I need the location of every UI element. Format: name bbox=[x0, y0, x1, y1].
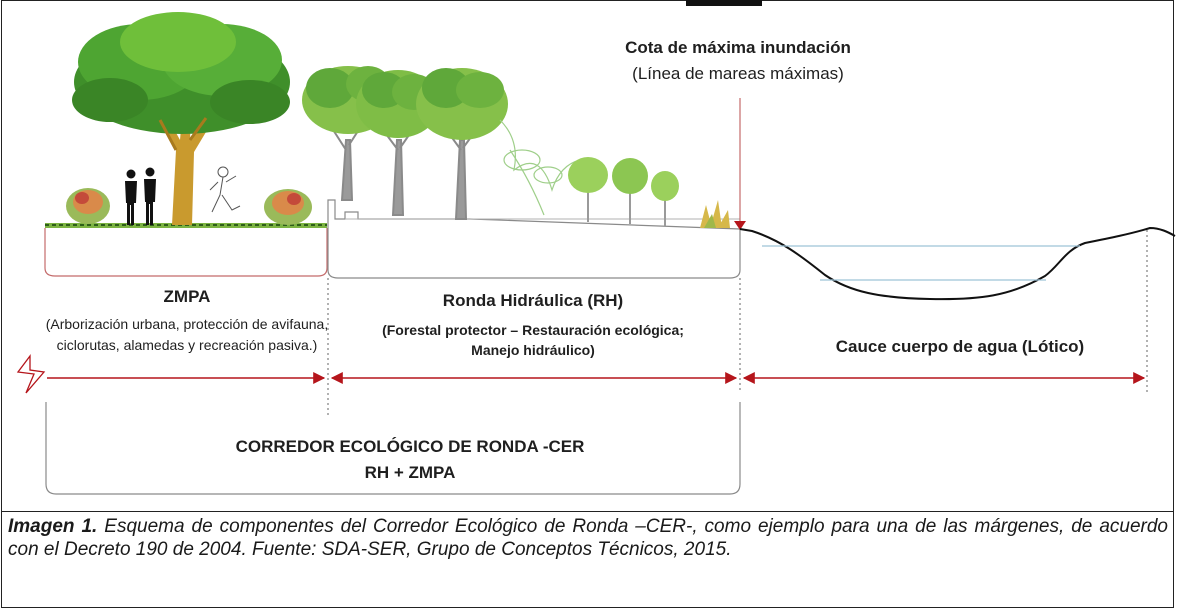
caption-text: Esquema de componentes del Corredor Ecol… bbox=[8, 516, 1168, 560]
zmpa-description: (Arborización urbana, protección de avif… bbox=[45, 316, 329, 353]
ronda-title: Ronda Hidráulica (RH) bbox=[442, 291, 624, 310]
urban-tree bbox=[72, 12, 290, 225]
figure-caption: Imagen 1. Esquema de componentes del Cor… bbox=[8, 515, 1168, 561]
cer-title: CORREDOR ECOLÓGICO DE RONDA -CER bbox=[235, 437, 585, 456]
ronda-description: (Forestal protector – Restauración ecoló… bbox=[382, 322, 684, 358]
ronda-vine bbox=[499, 119, 581, 216]
cross-section-illustration bbox=[16, 12, 1176, 495]
cauce-title: Cauce cuerpo de agua (Lótico) bbox=[835, 337, 1085, 356]
max-flood-marker bbox=[734, 221, 746, 230]
ronda-sapling-3 bbox=[651, 171, 679, 226]
cut-symbol-icon bbox=[16, 354, 46, 394]
shrub-right bbox=[264, 189, 312, 225]
caption-label: Imagen 1. bbox=[8, 516, 98, 537]
people-silhouettes bbox=[125, 167, 156, 225]
ronda-ground bbox=[327, 199, 741, 279]
top-tab-mark bbox=[686, 0, 762, 6]
ronda-tree-3 bbox=[416, 68, 508, 220]
dashed-guides bbox=[327, 230, 1148, 415]
ronda-sapling-2 bbox=[612, 158, 648, 224]
ronda-sapling-1 bbox=[568, 157, 608, 222]
zmpa-title: ZMPA bbox=[163, 287, 211, 306]
ronda-grass-clump bbox=[700, 200, 730, 228]
cota-subtitle: (Línea de mareas máximas) bbox=[632, 64, 844, 83]
cer-bracket bbox=[45, 402, 741, 495]
cota-title: Cota de máxima inundación bbox=[625, 38, 851, 57]
cer-subtitle: RH + ZMPA bbox=[364, 463, 456, 482]
zmpa-ground bbox=[44, 223, 328, 277]
child-outline bbox=[209, 166, 241, 213]
channel-profile bbox=[739, 226, 1176, 301]
caption-divider bbox=[1, 511, 1174, 512]
shrub-left bbox=[66, 188, 110, 224]
